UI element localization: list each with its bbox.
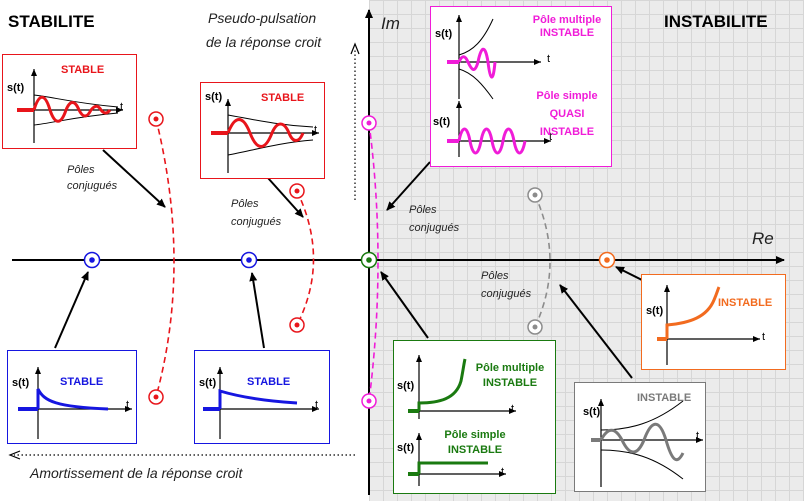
- pole-grey-bottom: [527, 319, 543, 335]
- t-label: t: [511, 403, 515, 415]
- green-simple-label: Pôle simple INSTABLE: [432, 428, 518, 458]
- t-label: t: [120, 101, 124, 113]
- pole-blue-left: [83, 251, 101, 269]
- poles-label-4a: Pôles: [481, 270, 509, 282]
- stable-label: STABLE: [61, 64, 105, 76]
- s-t-label: s(t): [397, 442, 415, 454]
- s-t-label: s(t): [646, 305, 664, 317]
- t-label: t: [501, 466, 505, 478]
- stable-label: STABLE: [261, 92, 305, 104]
- magenta-poles-box: s(t) t s(t) t Pôle multiple INSTABLE Pôl…: [430, 6, 612, 167]
- pseudo-pulsation-line2: de la réponse croit: [206, 34, 322, 50]
- green-multiple-line2: INSTABLE: [482, 377, 538, 389]
- pseudo-pulsation-line1: Pseudo-pulsation: [208, 10, 317, 26]
- green-poles-box: s(t) t s(t) t Pôle multiple INSTABLE Pôl…: [393, 340, 556, 494]
- t-label: t: [315, 399, 319, 411]
- orange-unstable-box: s(t) t INSTABLE: [641, 274, 786, 370]
- pole-red-mid-top: [289, 183, 305, 199]
- pole-red-left-bottom: [148, 389, 164, 405]
- stable-label: STABLE: [247, 376, 291, 388]
- pole-grey-top: [527, 187, 543, 203]
- amortissement-label: Amortissement de la réponse croit: [30, 465, 243, 481]
- s-t-label: s(t): [199, 377, 217, 389]
- pole-simple-line3: INSTABLE: [539, 126, 595, 138]
- pole-multiple-line2: INSTABLE: [539, 27, 595, 39]
- im-axis-label: Im: [381, 14, 400, 33]
- stabilite-title: STABILITE: [8, 12, 95, 31]
- pole-multiple-line1: Pôle multiple: [532, 14, 602, 26]
- pole-simple-quasi-label: Pôle simple QUASI INSTABLE: [527, 87, 607, 141]
- poles-label-3a: Pôles: [409, 204, 437, 216]
- green-simple-line2: INSTABLE: [447, 444, 503, 456]
- s-t-label: s(t): [12, 377, 30, 389]
- s-t-label: s(t): [205, 91, 223, 103]
- green-simple-line1: Pôle simple: [444, 429, 506, 441]
- orange-unstable-plot: [657, 285, 760, 365]
- red-pair-left-curve: [155, 118, 175, 398]
- t-label: t: [547, 53, 551, 65]
- red-pair-mid-curve: [296, 190, 315, 326]
- pole-magenta-top: [361, 115, 377, 131]
- pole-blue-mid: [240, 251, 258, 269]
- stable-exp-box-mid: s(t) t STABLE: [194, 350, 330, 444]
- stable-oscillating-box-left: s(t) t STABLE: [2, 54, 137, 149]
- stable-exp-plot-left: [18, 367, 132, 439]
- magenta-pair-curve: [368, 122, 379, 402]
- poles-label-1a: Pôles: [67, 164, 95, 176]
- stable-oscillating-plot-mid: [211, 99, 319, 173]
- pole-simple-line2: QUASI: [549, 108, 585, 120]
- pole-simple-line1: Pôle simple: [536, 90, 598, 102]
- grey-unstable-box: s(t) t INSTABLE: [574, 382, 706, 492]
- instable-label: INSTABLE: [718, 297, 773, 309]
- green-poles-plots: [408, 355, 516, 486]
- s-t-label: s(t): [7, 82, 25, 94]
- poles-label-2a: Pôles: [231, 198, 259, 210]
- green-multiple-label: Pôle multiple INSTABLE: [464, 361, 556, 391]
- poles-label-3b: conjugués: [409, 222, 460, 234]
- pole-red-left-top: [148, 111, 164, 127]
- re-axis-label: Re: [752, 229, 774, 248]
- pole-red-mid-bottom: [289, 317, 305, 333]
- green-multiple-line1: Pôle multiple: [475, 362, 545, 374]
- pole-multiple-label: Pôle multiple INSTABLE: [523, 14, 611, 40]
- s-t-label: s(t): [397, 380, 415, 392]
- pole-green-origin: [360, 251, 378, 269]
- t-label: t: [549, 131, 553, 143]
- t-label: t: [762, 331, 766, 343]
- stable-exp-box-left: s(t) t STABLE: [7, 350, 137, 444]
- t-label: t: [126, 399, 130, 411]
- stable-label: STABLE: [60, 376, 104, 388]
- poles-label-2b: conjugués: [231, 216, 282, 228]
- instabilite-title: INSTABILITE: [664, 12, 768, 31]
- stable-exp-plot-mid: [203, 367, 319, 439]
- s-t-label: s(t): [433, 116, 451, 128]
- pole-orange: [598, 251, 616, 269]
- s-t-label: s(t): [435, 28, 453, 40]
- grey-pair-curve: [534, 194, 551, 328]
- poles-label-4b: conjugués: [481, 288, 532, 300]
- t-label: t: [696, 430, 700, 442]
- magenta-poles-plots: [447, 15, 551, 157]
- s-t-label: s(t): [583, 406, 601, 418]
- pole-magenta-bottom: [361, 393, 377, 409]
- grey-unstable-plot: [591, 399, 703, 487]
- stable-oscillating-plot-left: [17, 69, 123, 143]
- t-label: t: [314, 124, 318, 136]
- poles-label-1b: conjugués: [67, 180, 118, 192]
- stable-oscillating-box-mid: s(t) t STABLE: [200, 82, 325, 179]
- instable-label: INSTABLE: [637, 392, 692, 404]
